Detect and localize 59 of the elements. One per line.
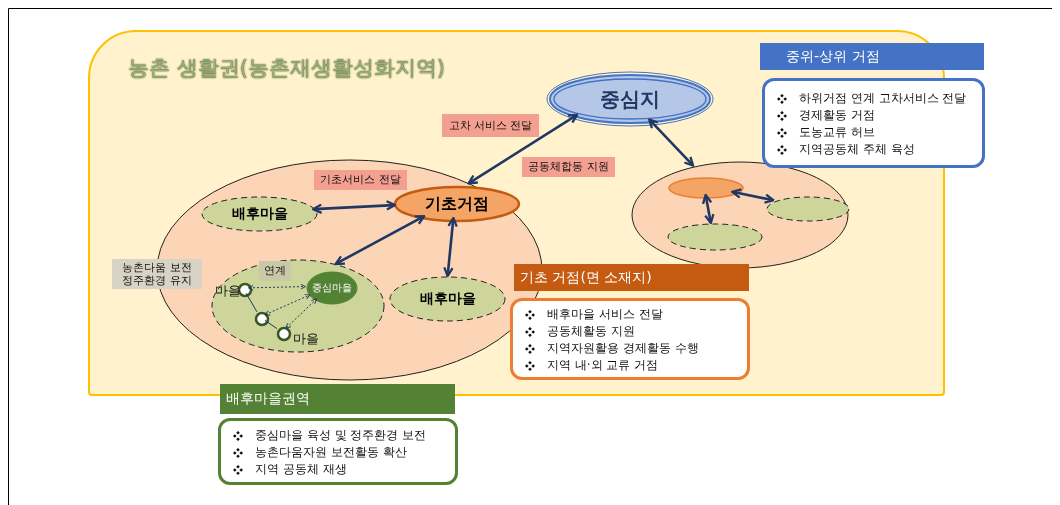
base-ellipse bbox=[395, 187, 519, 221]
village-ellipse bbox=[767, 197, 849, 221]
node-label: 중심마을 bbox=[312, 281, 352, 295]
double-arrow bbox=[731, 188, 775, 204]
double-arrow bbox=[467, 113, 579, 185]
bullet-text: 지역공동체 주체 육성 bbox=[799, 141, 915, 158]
bullet-text: 경제활동 거점 bbox=[799, 107, 875, 124]
base-ellipse bbox=[669, 178, 743, 198]
village-dot bbox=[256, 313, 268, 325]
info-panel bbox=[762, 78, 985, 168]
label-tag bbox=[259, 261, 291, 281]
area-ellipse bbox=[632, 162, 848, 268]
bullet-text: 중심마을 육성 및 정주환경 보전 bbox=[255, 427, 427, 444]
village-ellipse bbox=[390, 277, 505, 321]
header-text: 중위-상위 거점 bbox=[786, 47, 880, 66]
note-tag bbox=[112, 259, 202, 289]
double-arrow bbox=[312, 200, 397, 215]
double-arrow bbox=[648, 118, 695, 167]
village-dot bbox=[278, 328, 290, 340]
section-header bbox=[760, 43, 984, 70]
center-village-ellipse bbox=[307, 272, 357, 304]
bullet-text: 농촌다움자원 보전활동 확산 bbox=[255, 444, 407, 461]
double-arrow bbox=[285, 298, 317, 329]
village-ellipse bbox=[202, 197, 317, 231]
info-panel bbox=[218, 418, 458, 485]
section-header bbox=[220, 384, 455, 414]
connector-line bbox=[264, 319, 278, 330]
node-caption: 마을 bbox=[293, 330, 319, 348]
node-label: 배후마을 bbox=[231, 205, 288, 223]
label-tag bbox=[314, 170, 407, 190]
tag-text: 연계 bbox=[264, 264, 286, 278]
tag-text: 고차 서비스 전달 bbox=[448, 118, 533, 133]
header-text: 기초 거점(면 소재지) bbox=[520, 268, 652, 287]
double-arrow bbox=[701, 193, 715, 225]
bullet-text: 지역 공동체 재생 bbox=[255, 461, 347, 478]
node-label: 배후마을 bbox=[419, 290, 476, 308]
section-header bbox=[514, 264, 749, 291]
bullet-text: 하위거점 연계 고차서비스 전달 bbox=[799, 90, 967, 107]
header-text: 배후마을권역 bbox=[226, 390, 310, 408]
village-ellipse bbox=[668, 224, 762, 250]
village-dot bbox=[239, 284, 251, 296]
village-cluster-ellipse bbox=[212, 260, 384, 352]
tag-text: 기초서비스 전달 bbox=[320, 173, 401, 187]
bullet-text: 공동체활동 지원 bbox=[547, 323, 635, 340]
double-arrow bbox=[334, 214, 426, 266]
node-label: 기초거점 bbox=[425, 193, 489, 215]
node-caption: 마을 bbox=[215, 282, 241, 300]
info-panel bbox=[510, 298, 750, 380]
double-arrow bbox=[443, 216, 458, 278]
tag-text: 공동체합동 지원 bbox=[528, 160, 609, 174]
connector-line bbox=[245, 292, 258, 313]
bullet-text: 지역 내·외 교류 거점 bbox=[547, 357, 659, 374]
bullet-text: 지역자원활용 경제활동 수행 bbox=[547, 340, 699, 357]
region-title: 농촌 생활권(농촌재생활성화지역) bbox=[128, 55, 446, 82]
tag-text: 농촌다움 보전 정주환경 유지 bbox=[121, 261, 193, 287]
label-tag bbox=[522, 157, 615, 177]
bullet-text: 배후마을 서비스 전달 bbox=[547, 306, 663, 323]
bullet-text: 도농교류 허브 bbox=[799, 124, 875, 141]
label-tag bbox=[442, 114, 539, 137]
